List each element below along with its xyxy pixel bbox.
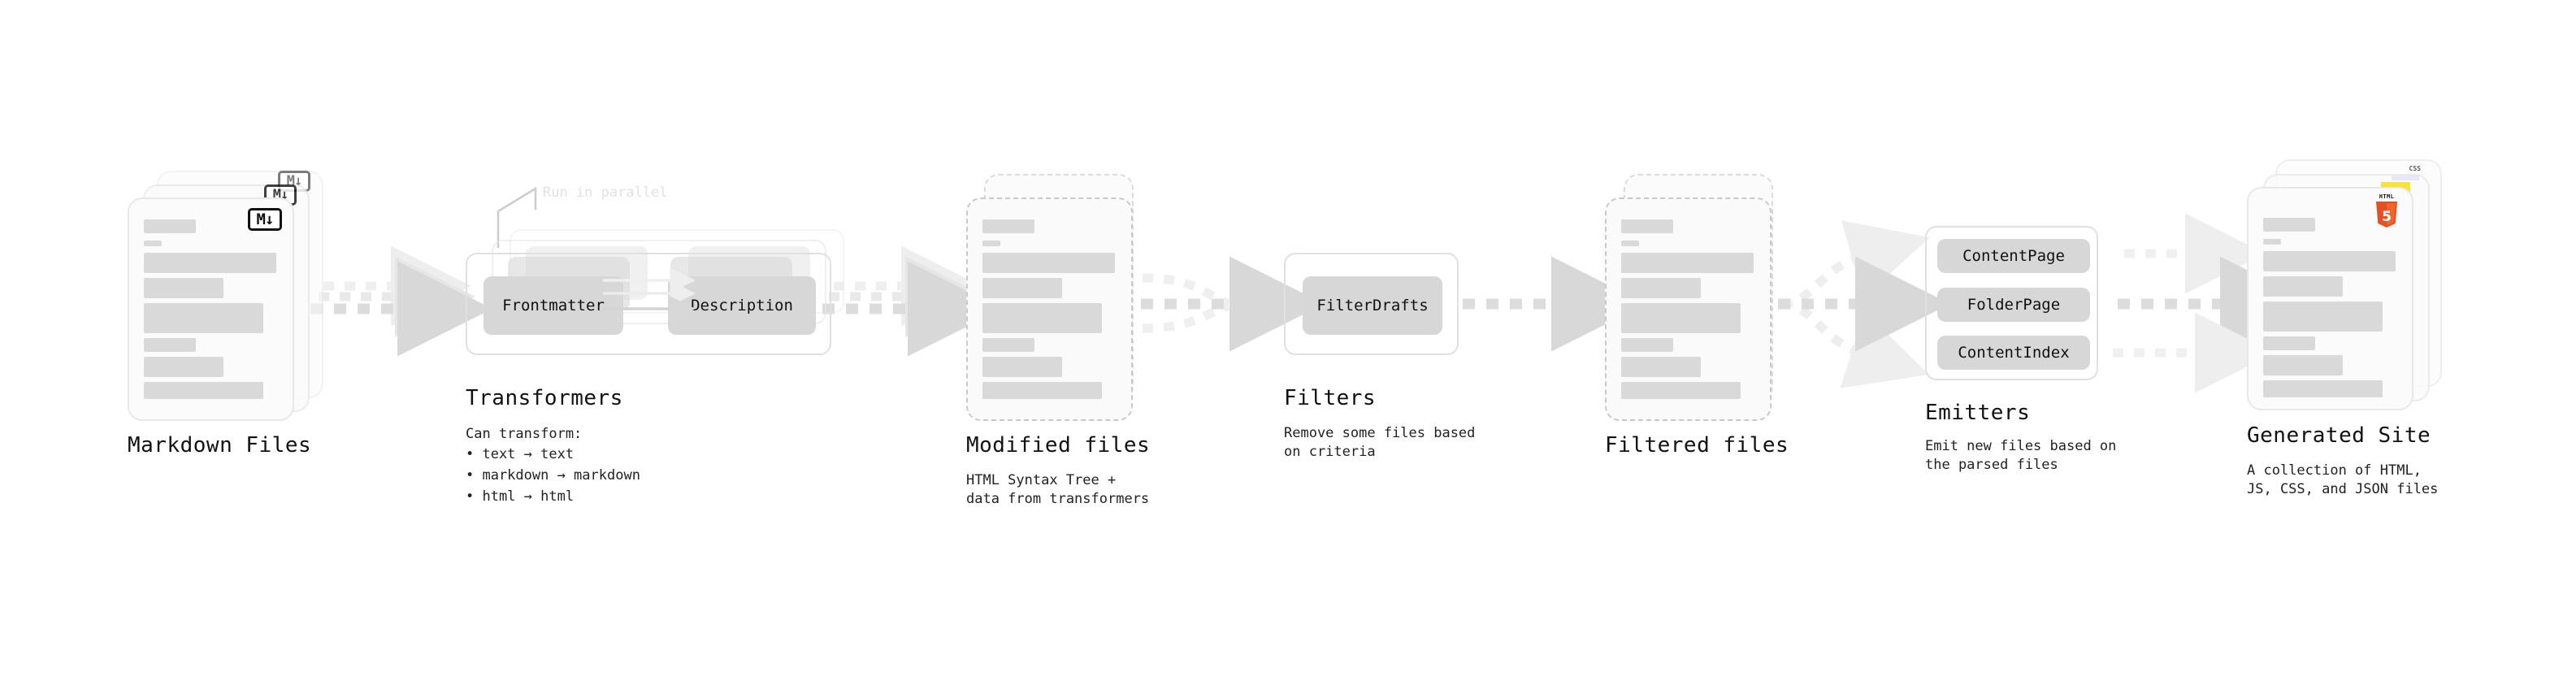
transformer-pill-frontmatter-label: Frontmatter — [502, 297, 605, 314]
svg-text:5: 5 — [2382, 209, 2392, 225]
html5-icon: HTML 5 — [2373, 193, 2400, 229]
html5-shield: 5 — [2376, 202, 2397, 228]
arrow-modified-to-filters — [1141, 256, 1325, 352]
transformer-pill-frontmatter[interactable]: Frontmatter — [484, 276, 623, 335]
filters-pill-filterdrafts[interactable]: FilterDrafts — [1303, 276, 1442, 335]
markdown-icon: M↓ — [248, 208, 282, 231]
modified-card-front — [966, 197, 1133, 421]
transformers-label: Transformers — [466, 386, 623, 410]
filtered-files-label: Filtered files — [1605, 433, 1789, 458]
filters-description: Remove some files based on criteria — [1284, 425, 1476, 460]
css-icon-text: CSS — [2409, 165, 2421, 172]
filters-pill-filterdrafts-label: FilterDrafts — [1316, 297, 1429, 314]
markdown-files-label: Markdown Files — [128, 433, 312, 458]
run-in-parallel-annotation: Run in parallel — [543, 184, 668, 201]
transformer-inner-arrows — [603, 267, 696, 322]
transformers-bullet-1: • markdown → markdown — [466, 467, 640, 484]
arrow-filtered-to-emitters — [1778, 220, 1950, 388]
transformers-bullet-2: • html → html — [466, 488, 575, 505]
transformer-pill-description-label: Description — [691, 297, 793, 314]
skeleton-lines — [129, 199, 293, 419]
filters-frame: FilterDrafts — [1284, 253, 1459, 355]
site-card-front: HTML 5 — [2247, 187, 2413, 410]
arrow-emitters-to-site — [2113, 213, 2315, 393]
emitters-description: Emit new files based on the parsed files — [1925, 438, 2117, 473]
markdown-card-front: M↓ — [128, 197, 294, 421]
generated-site-description: A collection of HTML, JS, CSS, and JSON … — [2247, 462, 2439, 497]
emitters-pill-contentindex[interactable]: ContentIndex — [1937, 336, 2090, 370]
filtered-card-front — [1605, 197, 1772, 421]
arrow-markdown-to-transformers — [310, 245, 492, 357]
emitters-pill-folderpage[interactable]: FolderPage — [1937, 288, 2090, 322]
emitters-frame: ContentPage FolderPage ContentIndex — [1925, 226, 2098, 380]
emitters-label: Emitters — [1925, 401, 2031, 425]
transformer-frame-front: Frontmatter Description — [466, 253, 831, 355]
emitters-pill-contentpage[interactable]: ContentPage — [1937, 239, 2090, 273]
transformers-bullet-0: • text → text — [466, 446, 575, 462]
skeleton-lines — [2249, 189, 2412, 409]
html5-icon-wordmark: HTML — [2379, 193, 2395, 200]
transformers-description: Can transform: — [466, 426, 583, 442]
emitters-pill-folderpage-label: FolderPage — [1967, 296, 2061, 314]
emitters-pill-contentpage-label: ContentPage — [1962, 247, 2065, 265]
modified-files-label: Modified files — [966, 433, 1151, 458]
skeleton-lines — [968, 199, 1131, 419]
filters-label: Filters — [1284, 386, 1377, 410]
generated-site-label: Generated Site — [2247, 423, 2431, 448]
emitters-pill-contentindex-label: ContentIndex — [1958, 344, 2070, 362]
skeleton-lines — [1607, 199, 1770, 419]
modified-files-description: HTML Syntax Tree + data from transformer… — [966, 472, 1150, 507]
